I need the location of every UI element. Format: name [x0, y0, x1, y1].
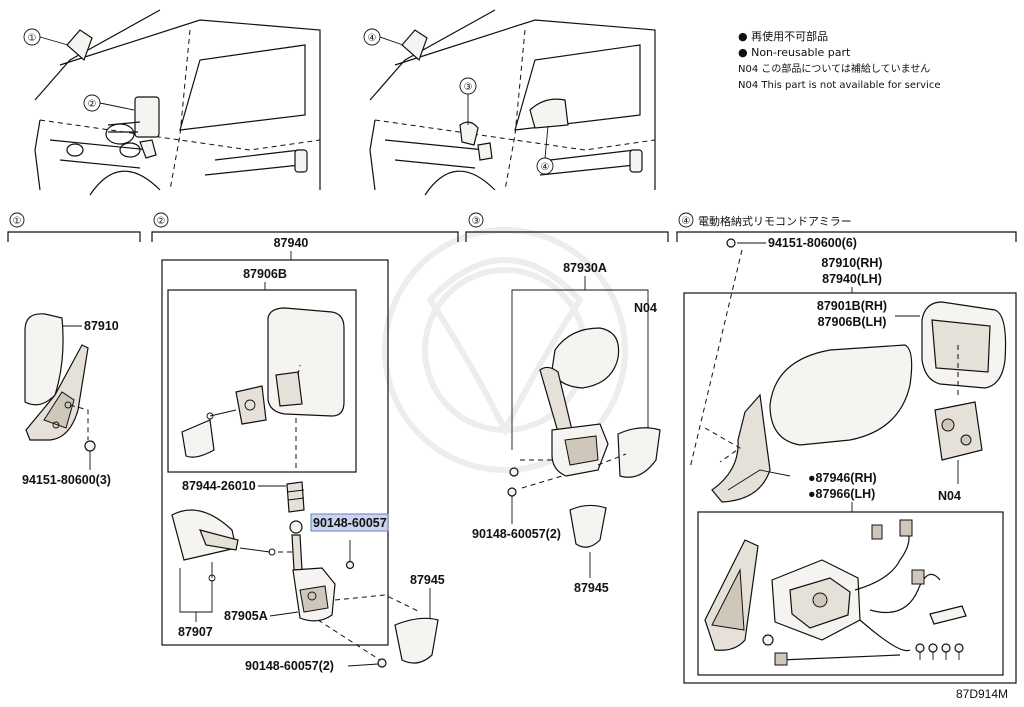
label-n04-a: N04 [634, 301, 657, 315]
svg-text:①: ① [13, 216, 22, 227]
label-87930a: 87930A [563, 261, 607, 275]
section-header-3: ③ [465, 212, 669, 242]
section-header-4: ④ 電動格納式リモコンドアミラー [676, 212, 1017, 242]
label-87906b-lh: 87906B(LH) [818, 315, 887, 329]
callout-4b: ④ [536, 125, 554, 175]
label-87907: 87907 [178, 625, 213, 639]
svg-text:● 再使用不可部品: ● 再使用不可部品 [738, 29, 828, 43]
svg-text:④: ④ [368, 33, 377, 44]
diagram-code: 87D914M [956, 687, 1008, 701]
label-94151-3: 94151-80600(3) [22, 473, 111, 487]
callout-1: ① [23, 28, 69, 46]
vehicle-view-right [369, 9, 656, 196]
label-87910-rh: 87910(RH) [821, 256, 882, 270]
callout-4a: ④ [363, 28, 404, 46]
screws-row [915, 643, 964, 660]
label-87945-b: 87945 [574, 581, 609, 595]
label-87944: 87944-26010 [182, 479, 256, 493]
label-87910: 87910 [84, 319, 119, 333]
section-header-1: ① [7, 212, 141, 242]
section-2-bracket [171, 481, 439, 664]
label-87966: ●87966(LH) [808, 487, 875, 501]
label-87940: 87940 [274, 236, 309, 250]
svg-text:②: ② [88, 99, 97, 110]
assembly-box-87906b [167, 289, 357, 473]
callout-2: ② [83, 94, 135, 112]
svg-text:④: ④ [541, 162, 550, 173]
svg-text:N04 This part is not available: N04 This part is not available for servi… [738, 80, 940, 91]
section-header-2: ② [151, 212, 459, 242]
legend: ● 再使用不可部品 ● Non-reusable part N04 この部品につ… [738, 29, 940, 91]
svg-text:③: ③ [464, 82, 473, 93]
label-90148-2b: 90148-60057(2) [472, 527, 561, 541]
section-4-mirror [704, 301, 1007, 503]
label-87945-a: 87945 [410, 573, 445, 587]
svg-text:● Non-reusable part: ● Non-reusable part [738, 46, 851, 59]
svg-text:①: ① [28, 33, 37, 44]
label-87906b: 87906B [243, 267, 287, 281]
label-90148-highlighted[interactable]: 90148-60057 [313, 516, 387, 530]
svg-text:②: ② [157, 216, 166, 227]
label-94151-6: 94151-80600(6) [768, 236, 857, 250]
label-87946: ●87946(RH) [808, 471, 877, 485]
assembly-box-87946 [697, 511, 1004, 676]
assembly-box-87940 [161, 259, 389, 646]
highlight-90148 [310, 513, 389, 532]
label-87940-lh: 87940(LH) [822, 272, 882, 286]
section-4-motor-harness [704, 519, 967, 666]
vehicle-view-left [34, 9, 321, 196]
section-4-screw [689, 238, 766, 469]
assembly-box-87910 [683, 292, 1017, 684]
section-2-leaders [179, 485, 431, 668]
svg-text:③: ③ [472, 216, 481, 227]
callout-3: ③ [459, 77, 477, 125]
label-90148-2a: 90148-60057(2) [245, 659, 334, 673]
label-87901b-rh: 87901B(RH) [817, 299, 887, 313]
section-2-mirror-glass [181, 307, 345, 470]
section-3-mirror [507, 327, 661, 578]
label-n04-b: N04 [938, 489, 961, 503]
svg-text:電動格納式リモコンドアミラー: 電動格納式リモコンドアミラー [698, 214, 852, 228]
label-87905a: 87905A [224, 609, 268, 623]
svg-text:④: ④ [682, 216, 691, 227]
svg-text:N04 この部品については補給していません: N04 この部品については補給していません [738, 62, 930, 75]
section-1-mirror [24, 313, 96, 470]
